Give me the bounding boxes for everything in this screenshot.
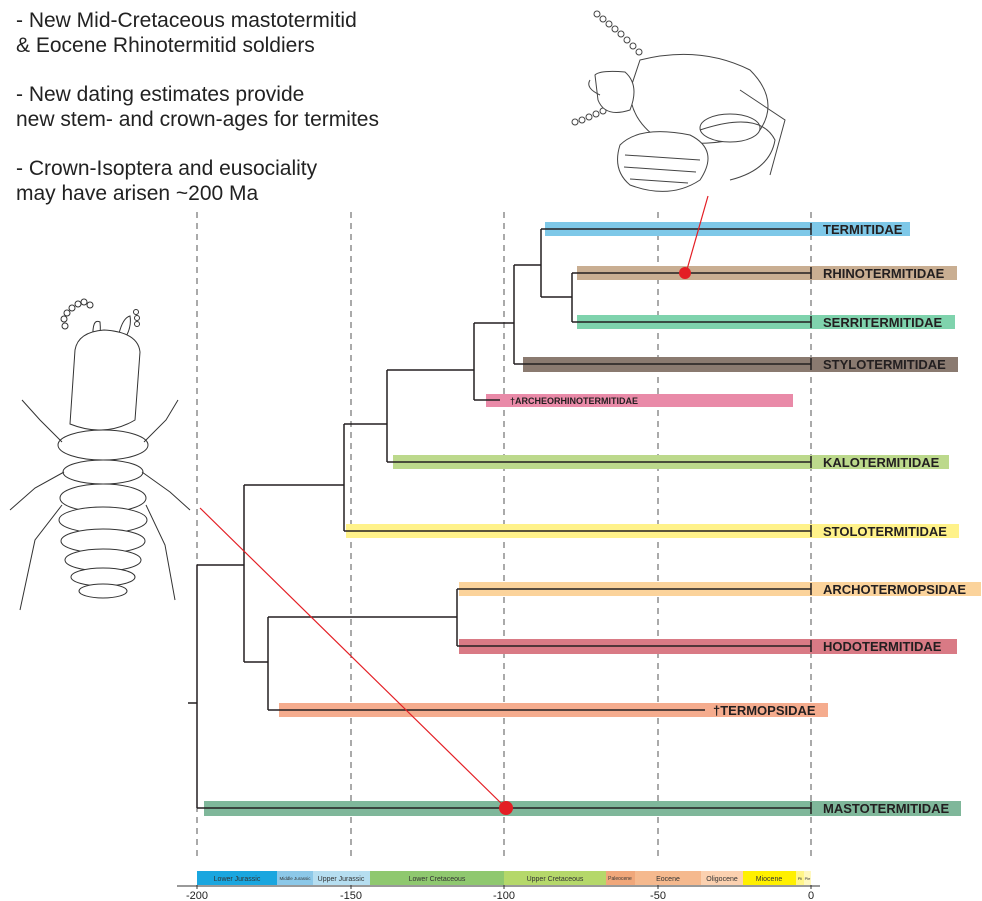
taxon-label: SERRITERMITIDAE [823, 315, 943, 330]
period-label: Pli [798, 876, 803, 881]
axis-tick-label: -100 [493, 890, 515, 901]
taxon-label: †ARCHEORHINOTERMITIDAE [510, 396, 638, 406]
taxon-label: ARCHOTERMOPSIDAE [823, 582, 966, 597]
period-label: Middle Jurassic [279, 876, 311, 881]
taxon-label: †TERMOPSIDAE [713, 703, 816, 718]
period-label: Oligocene [706, 876, 738, 883]
taxon-label: RHINOTERMITIDAE [823, 266, 945, 281]
period-label: Upper Jurassic [318, 876, 365, 883]
taxon-label: HODOTERMITIDAE [823, 639, 942, 654]
taxon-label: TERMITIDAE [823, 222, 903, 237]
axis-tick-label: -150 [340, 890, 362, 901]
taxon-label: STYLOTERMITIDAE [823, 357, 946, 372]
period-label: Miocene [756, 876, 783, 883]
period-label: Ple [805, 876, 812, 881]
taxon-labels: TERMITIDAE RHINOTERMITIDAE SERRITERMITID… [510, 222, 966, 816]
period-label: Paleocene [608, 876, 632, 882]
connector-line [200, 508, 506, 808]
period-label: Lower Jurassic [214, 876, 261, 883]
tree-branches [188, 223, 811, 814]
termite-soldier-illustration [10, 299, 190, 610]
taxon-label: KALOTERMITIDAE [823, 455, 940, 470]
period-label: Lower Cretaceous [409, 876, 466, 883]
range-bars [204, 222, 981, 816]
period-label: Upper Cretaceous [527, 876, 584, 883]
fossil-marker [679, 267, 691, 279]
fossil-marker [499, 801, 513, 815]
fossil-termite-illustration [572, 11, 785, 191]
taxon-label: MASTOTERMITIDAE [823, 801, 949, 816]
taxon-label: STOLOTERMITIDAE [823, 524, 947, 539]
period-label: Eocene [656, 876, 680, 883]
axis-tick-label: -200 [186, 890, 208, 901]
axis-tick-label: 0 [808, 890, 814, 901]
geologic-timescale: Lower Jurassic Middle Jurassic Upper Jur… [177, 871, 820, 901]
axis-tick-label: -50 [650, 890, 666, 901]
